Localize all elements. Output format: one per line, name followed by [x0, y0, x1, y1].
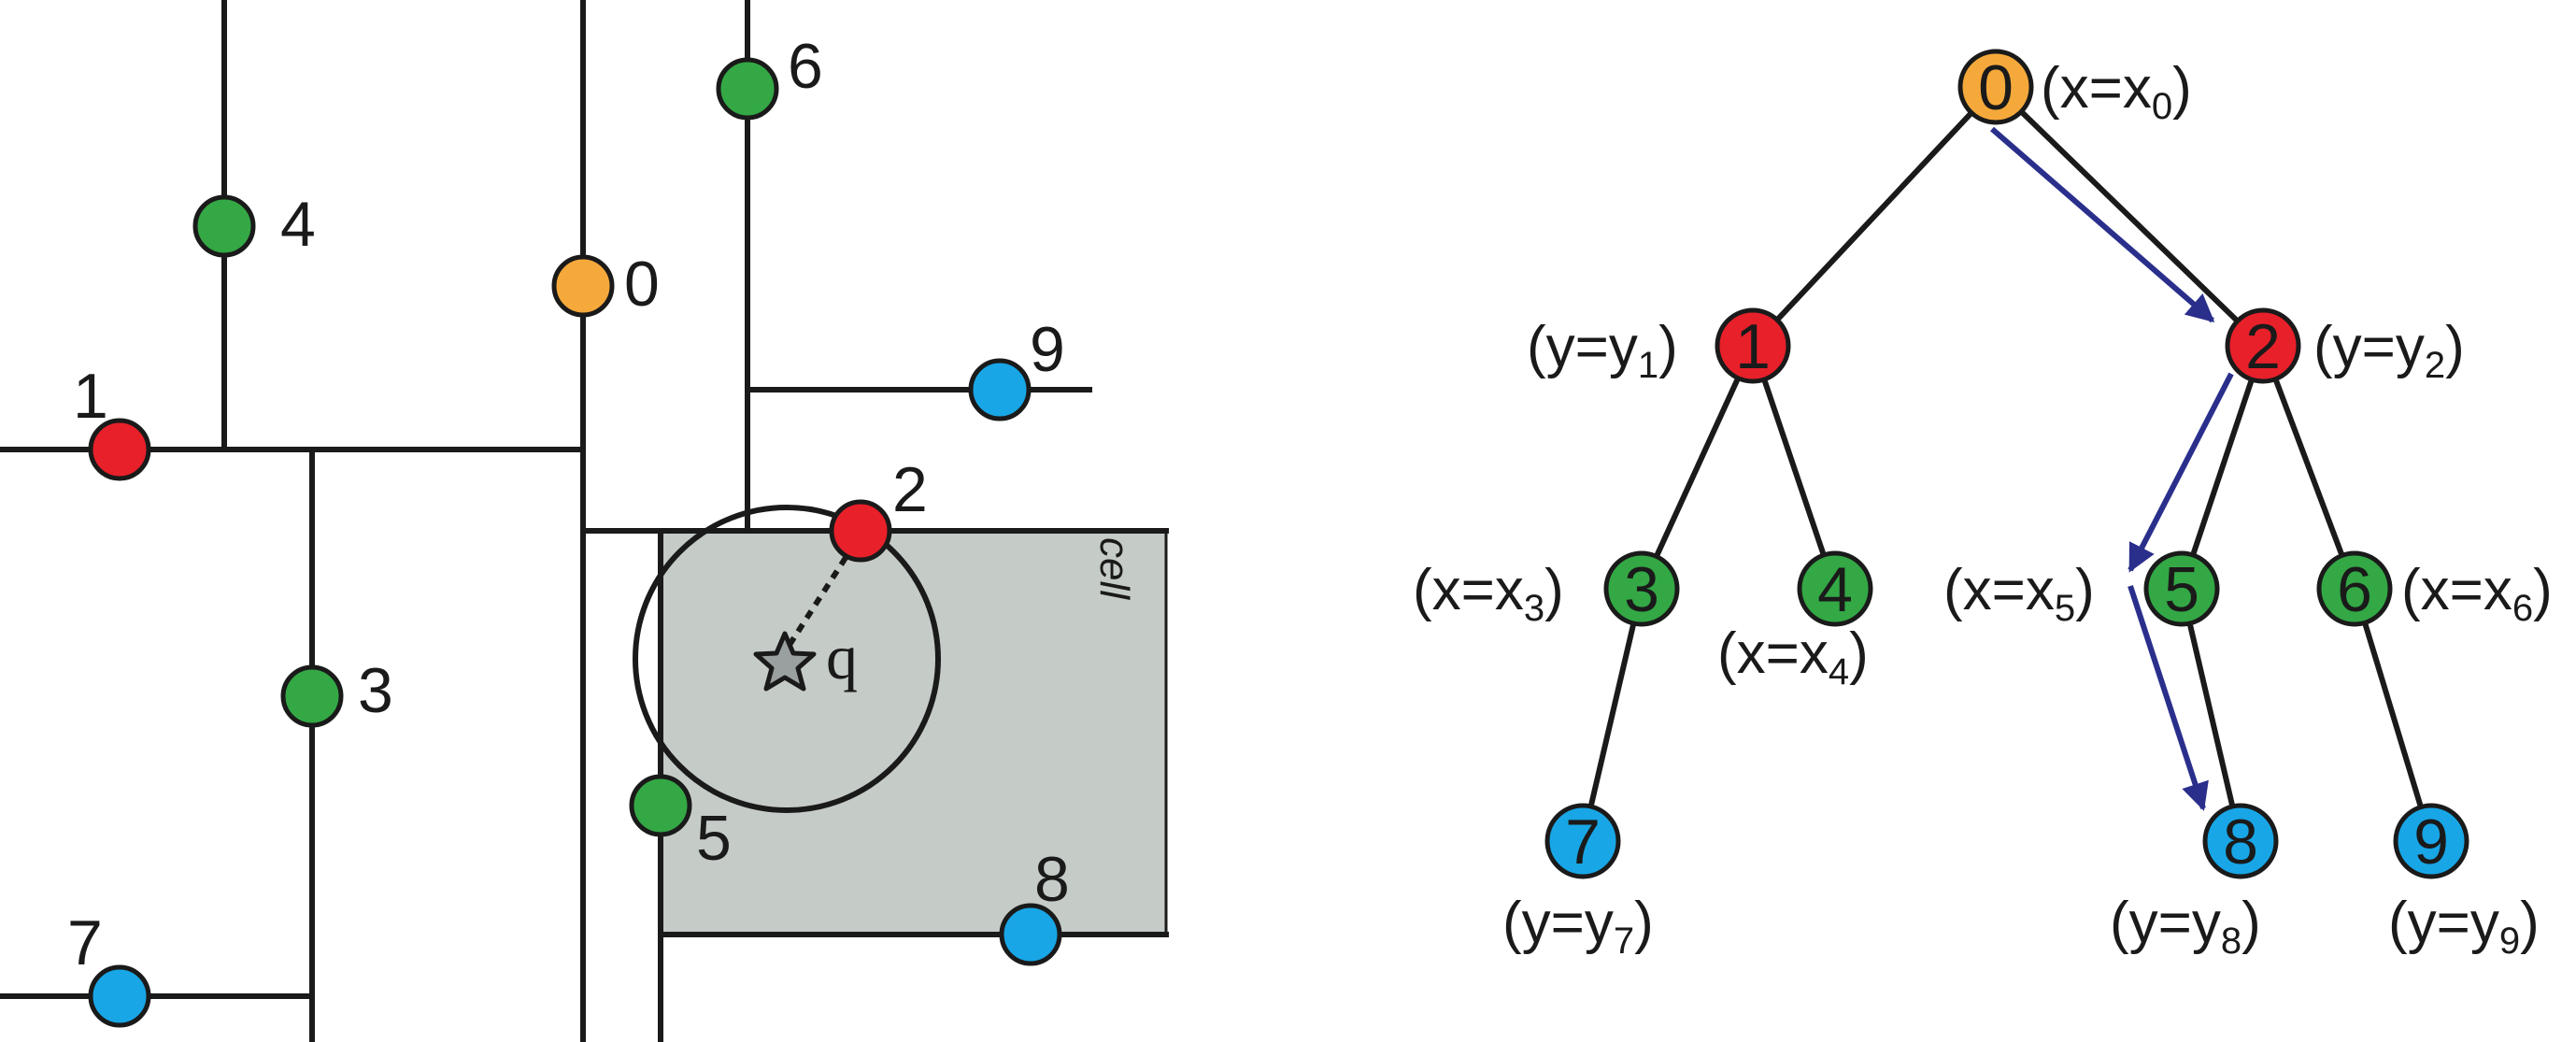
nearest-distance-line [787, 533, 863, 647]
edge-1-4 [1749, 342, 1839, 592]
cell-label: cell [1091, 537, 1137, 600]
split-label-9: (y=y9) [2388, 891, 2540, 962]
edge-6-9 [2351, 585, 2435, 845]
point-0 [551, 254, 615, 318]
split-labels: (x=x0) (y=y1) (y=y2) (x=x3) (x=x4) (x=x5… [1413, 56, 2553, 962]
edge-3-7 [1579, 585, 1645, 845]
tree-node-id-8: 8 [2223, 806, 2258, 878]
tree-nodes [1544, 49, 2469, 879]
query-search-circle [633, 505, 941, 813]
tree-node-8 [2202, 803, 2279, 879]
edge-0-1 [1748, 82, 2000, 350]
data-points [88, 57, 1062, 1028]
tree-node-6 [2316, 550, 2393, 627]
search-arrow-2-5 [2128, 372, 2234, 573]
tree-node-1 [1715, 307, 1791, 384]
tree-node-id-6: 6 [2337, 554, 2372, 625]
point-label-0: 0 [624, 249, 660, 320]
tree-node-id-5: 5 [2164, 554, 2199, 625]
point-label-8: 8 [1034, 844, 1070, 915]
split-label-6: (x=x6) [2401, 558, 2553, 629]
point-labels: 0 1 2 3 4 5 6 7 8 9 [67, 31, 1070, 978]
tree-node-ids: 0 1 2 3 4 5 6 7 8 9 [1565, 52, 2449, 878]
edge-5-8 [2178, 585, 2244, 845]
tree-node-0 [1957, 49, 2034, 125]
split-label-0: (x=x0) [2041, 56, 2192, 127]
edge-2-5 [2178, 342, 2267, 592]
edge-1-3 [1638, 342, 1757, 592]
split-label-8: (y=y8) [2110, 891, 2261, 962]
tree-node-2 [2225, 307, 2301, 384]
kd-tree-panel: 0 1 2 3 4 5 6 7 8 9 (x=x0) (y=y1) (y=y2)… [1413, 49, 2553, 962]
tree-node-id-2: 2 [2245, 311, 2281, 382]
point-label-6: 6 [788, 31, 823, 102]
search-path-arrows [1990, 126, 2234, 811]
split-label-5: (x=x5) [1943, 558, 2095, 629]
point-label-3: 3 [358, 655, 393, 726]
point-label-5: 5 [696, 803, 732, 874]
edge-0-2 [1991, 82, 2268, 350]
point-7 [88, 964, 151, 1028]
tree-node-4 [1797, 550, 1873, 627]
tree-node-id-7: 7 [1565, 806, 1601, 878]
point-label-9: 9 [1030, 314, 1065, 385]
tree-edges [1579, 82, 2435, 845]
point-5 [629, 774, 692, 837]
split-label-7: (y=y7) [1502, 891, 1654, 962]
tree-node-id-0: 0 [1978, 52, 2014, 123]
point-label-1: 1 [73, 361, 108, 432]
split-label-2: (y=y2) [2313, 315, 2465, 386]
point-1 [88, 418, 151, 481]
tree-node-7 [1544, 803, 1621, 879]
point-9 [968, 358, 1032, 421]
split-label-3: (x=x3) [1413, 558, 1564, 629]
point-2 [829, 499, 892, 563]
point-8 [999, 903, 1062, 966]
point-4 [192, 194, 256, 258]
tree-node-5 [2143, 550, 2220, 627]
point-label-4: 4 [280, 189, 316, 260]
tree-node-id-9: 9 [2413, 806, 2449, 878]
tree-node-9 [2393, 803, 2469, 879]
edge-2-6 [2259, 342, 2358, 592]
point-6 [716, 57, 779, 121]
spatial-partition-panel: q cell 0 1 2 3 4 5 6 7 8 9 [0, 0, 1169, 1042]
tree-node-id-1: 1 [1735, 311, 1771, 382]
cell-region [661, 531, 1166, 935]
point-label-7: 7 [67, 907, 103, 978]
point-label-2: 2 [892, 454, 928, 525]
search-arrow-5-8 [2128, 585, 2209, 811]
tree-node-3 [1603, 550, 1680, 627]
search-arrow-0-2 [1990, 126, 2215, 323]
point-3 [280, 664, 344, 728]
tree-node-id-3: 3 [1624, 554, 1659, 625]
query-label: q [826, 621, 858, 692]
split-label-1: (y=y1) [1527, 315, 1678, 386]
tree-node-id-4: 4 [1817, 554, 1853, 625]
split-label-4: (x=x4) [1717, 621, 1869, 692]
